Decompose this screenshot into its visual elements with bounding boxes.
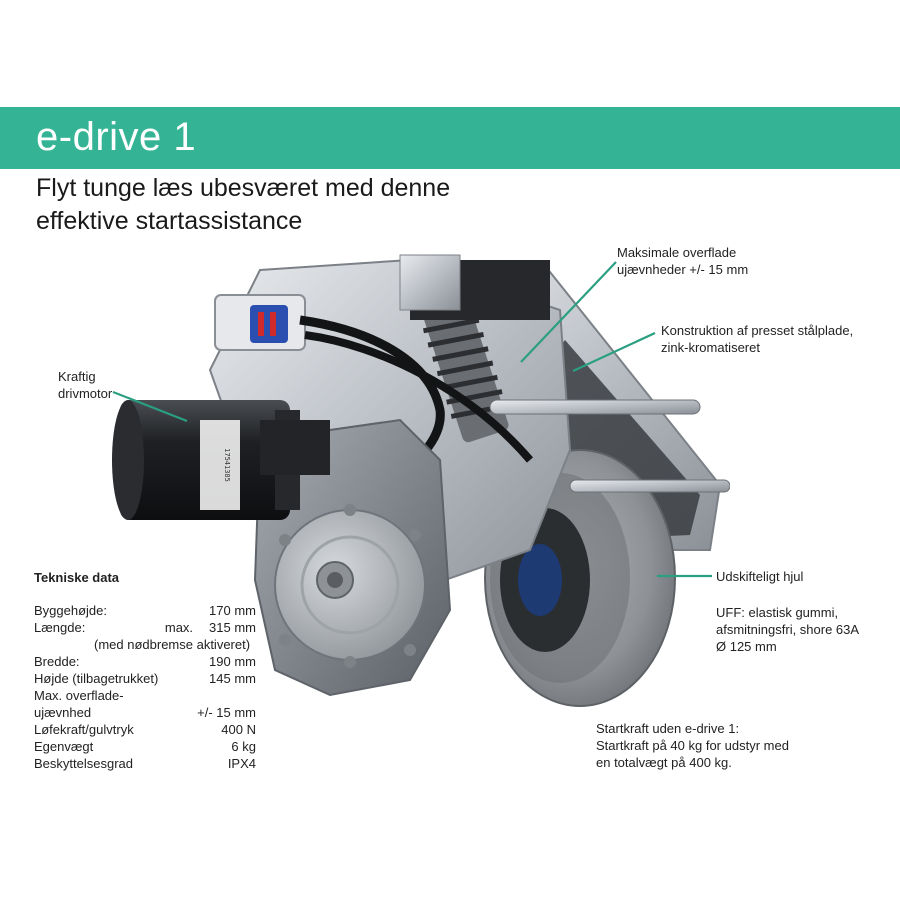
callout-surface-line-1: Maksimale overflade [617,245,737,260]
technical-data: Tekniske data Byggehøjde: 170 mm Længde:… [34,569,256,772]
subtitle-line-2: effektive startassistance [36,207,303,235]
spec-row-width: Bredde: 190 mm [34,653,256,670]
spec-label: Bredde: [34,654,80,669]
callout-surface-line-2: ujævnheder +/- 15 mm [617,262,749,277]
callout-drive-motor: Kraftig drivmotor [58,368,112,402]
electrical-connector [214,294,306,351]
callout-motor-line-2: drivmotor [58,386,113,401]
callout-construction-line-1: Konstruktion af presset stålplade, [661,323,854,338]
spec-label: Beskyttelsesgrad [34,756,133,771]
spec-row-protection: Beskyttelsesgrad IPX4 [34,755,256,772]
spec-value: 315 mm [209,620,256,635]
callout-construction-line-2: zink-kromatiseret [661,340,760,355]
spec-label: Egenvægt [34,739,94,754]
spec-length-note: (med nødbremse aktiveret) [94,637,251,652]
spec-label: Byggehøjde: [34,603,107,618]
spec-label: Længde: [34,620,86,635]
callout-wheel-title: Udskifteligt hjul [716,569,804,584]
note-line-1: Startkraft uden e-drive 1: [596,721,740,736]
callout-uff-line-3: Ø 125 mm [716,639,777,654]
title-banner: e-drive 1 [0,107,900,169]
spec-value: IPX4 [227,756,256,771]
technical-data-title: Tekniske data [34,570,120,585]
note-line-3: en totalvægt på 400 kg. [596,755,732,770]
callout-uff-line-1: UFF: elastisk gummi, [716,605,839,620]
spec-value: 145 mm [209,671,256,686]
starting-force-note: Startkraft uden e-drive 1: Startkraft på… [596,720,789,771]
axle-rod [489,399,701,415]
drive-motor: 17541385 [112,400,300,520]
spec-row-height-retracted: Højde (tilbagetrukket) 145 mm [34,670,256,687]
callout-construction: Konstruktion af presset stålplade, zink-… [661,322,853,356]
subtitle-line-1: Flyt tunge læs ubesværet med denne [36,174,451,202]
page-title: e-drive 1 [36,115,197,159]
spec-label: Max. overflade- [34,688,124,703]
spec-label: Løfekraft/gulvtryk [34,722,134,737]
note-line-2: Startkraft på 40 kg for udstyr med [596,738,789,753]
e-drive-product-image: 17541385 [112,254,730,707]
callout-uff-line-2: afsmitningsfri, shore 63A [716,622,860,637]
spec-row-unevenness: ujævnhed +/- 15 mm [34,704,256,721]
callout-motor-line-1: Kraftig [58,369,96,384]
callout-surface-unevenness: Maksimale overflade ujævnheder +/- 15 mm [617,244,748,278]
spec-value: 190 mm [209,654,256,669]
spec-value: 6 kg [231,739,256,754]
spec-row-weight: Egenvægt 6 kg [34,738,256,755]
spec-label: ujævnhed [34,705,92,720]
spec-value: +/- 15 mm [197,705,256,720]
spec-row-lift-force: Løfekraft/gulvtryk 400 N [34,721,256,738]
spec-label: Højde (tilbagetrukket) [34,671,159,686]
spec-value: 170 mm [209,603,256,618]
callout-uff-tyre: UFF: elastisk gummi, afsmitningsfri, sho… [716,604,859,655]
spec-row-max-surface: Max. overflade- [34,687,256,704]
callout-replaceable-wheel: Udskifteligt hjul [716,568,803,585]
spec-qualifier: max. [164,620,194,635]
motor-serial-label: 17541385 [223,448,231,482]
spec-value: 400 N [221,722,256,737]
page-subtitle: Flyt tunge læs ubesværet med denne effek… [36,172,556,238]
spec-row-length: Længde: max. 315 mm [34,619,256,636]
spec-row-build-height: Byggehøjde: 170 mm [34,602,256,619]
